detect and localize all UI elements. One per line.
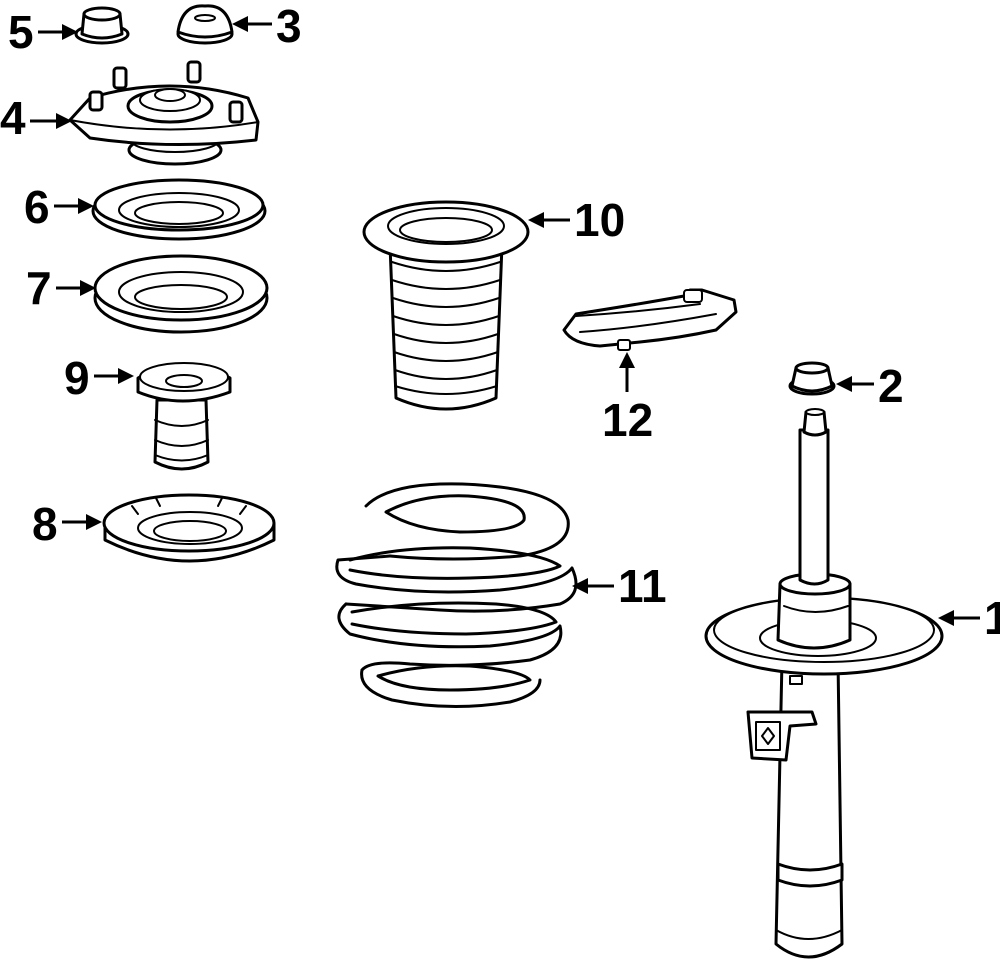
callout-4-label: 4	[0, 92, 26, 144]
callout-9-label: 9	[64, 352, 90, 404]
callout-6: 6	[24, 181, 94, 233]
part-3-cap[interactable]	[176, 4, 234, 45]
callout-9: 9	[64, 352, 134, 404]
callout-2-label: 2	[878, 360, 904, 412]
callout-4: 4	[0, 92, 72, 144]
callout-3-label: 3	[276, 0, 302, 52]
part-8-lower-spring-seat[interactable]	[102, 493, 276, 563]
part-9-bump-stop[interactable]	[136, 362, 232, 471]
callout-6-label: 6	[24, 181, 50, 233]
callout-5-label: 5	[8, 6, 34, 58]
callout-7-label: 7	[26, 262, 52, 314]
callout-7: 7	[26, 262, 96, 314]
part-4-strut-mount[interactable]	[68, 60, 260, 166]
callout-2: 2	[836, 360, 904, 412]
part-2-nut[interactable]	[788, 361, 836, 396]
part-12-bracket[interactable]	[562, 288, 738, 351]
part-7-upper-spring-seat[interactable]	[93, 254, 269, 334]
callout-3: 3	[232, 0, 302, 52]
part-10-dust-boot[interactable]	[362, 200, 530, 411]
callout-11: 11	[572, 560, 667, 612]
callout-1-label: 1	[984, 592, 1000, 644]
callout-10-label: 10	[574, 194, 625, 246]
part-5-nut[interactable]	[74, 6, 130, 45]
callout-10: 10	[528, 194, 625, 246]
part-1-strut[interactable]	[704, 408, 944, 959]
callout-8-label: 8	[32, 498, 58, 550]
part-11-coil-spring[interactable]	[335, 482, 578, 709]
part-6-spring-insulator[interactable]	[91, 178, 267, 241]
callout-11-label: 11	[618, 560, 667, 612]
callout-12: 12	[602, 352, 653, 446]
callout-5: 5	[8, 6, 78, 58]
callout-8: 8	[32, 498, 102, 550]
callout-12-label: 12	[602, 394, 653, 446]
callout-1: 1	[938, 592, 1000, 644]
